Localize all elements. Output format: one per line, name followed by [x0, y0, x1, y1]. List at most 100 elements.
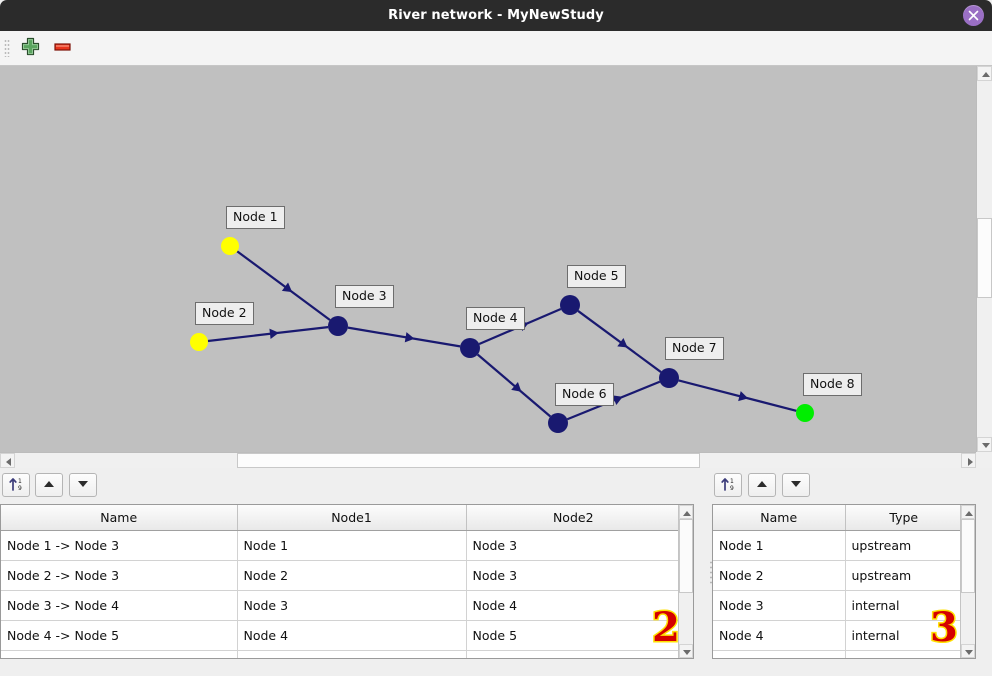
graph-node-label[interactable]: Node 6 — [555, 383, 614, 406]
edges-vscroll-thumb[interactable] — [679, 519, 693, 593]
node-row-empty[interactable] — [713, 650, 960, 658]
move-down-button[interactable] — [782, 473, 810, 497]
svg-text:9: 9 — [730, 485, 734, 492]
table-cell[interactable]: Node 1 — [237, 530, 467, 561]
graph-edge[interactable] — [476, 353, 552, 418]
nodes-vscroll-thumb[interactable] — [961, 519, 975, 593]
table-cell[interactable]: upstream — [845, 530, 960, 561]
graph-node[interactable] — [460, 338, 480, 358]
nodes-vertical-scrollbar[interactable] — [960, 505, 975, 658]
table-cell[interactable]: internal — [845, 590, 960, 621]
graph-node[interactable] — [221, 237, 239, 255]
title-bar: River network - MyNewStudy — [0, 0, 992, 31]
table-cell[interactable]: internal — [845, 620, 960, 651]
sort-icon[interactable]: 1 9 — [714, 473, 742, 497]
graph-vscroll-thumb[interactable] — [977, 218, 992, 298]
graph-node[interactable] — [659, 368, 679, 388]
graph-node-label[interactable]: Node 2 — [195, 302, 254, 325]
graph-viewport[interactable]: Node 1 Node 2 Node 3 Node 4 Node 5 Node 6 Node… — [0, 66, 976, 452]
sort-icon[interactable]: 1 9 — [2, 473, 30, 497]
column-header[interactable]: Node2 — [466, 505, 678, 531]
scroll-up-button[interactable] — [977, 66, 992, 81]
graph-node[interactable] — [548, 413, 568, 433]
table-cell[interactable]: Node 1 — [713, 530, 846, 561]
scroll-down-button[interactable] — [977, 437, 992, 452]
table-cell[interactable]: Node 2 -> Node 3 — [1, 560, 238, 591]
nodes-scroll-up-button[interactable] — [961, 505, 975, 519]
toolbar-drag-handle[interactable] — [4, 39, 10, 57]
graph-horizontal-scrollbar[interactable] — [0, 452, 976, 468]
table-cell-empty[interactable] — [713, 650, 846, 658]
edge-row-empty[interactable] — [1, 650, 678, 658]
edges-scroll-up-button[interactable] — [679, 505, 693, 519]
table-cell[interactable]: Node 3 — [713, 590, 846, 621]
graph-node[interactable] — [328, 316, 348, 336]
table-cell[interactable]: Node 5 — [466, 620, 678, 651]
table-cell[interactable]: Node 4 — [237, 620, 467, 651]
table-cell-empty[interactable] — [845, 650, 960, 658]
graph-edge[interactable] — [347, 326, 461, 348]
graph-node-label[interactable]: Node 7 — [665, 337, 724, 360]
table-cell[interactable]: Node 3 -> Node 4 — [1, 590, 238, 621]
column-header[interactable]: Node1 — [237, 505, 467, 531]
graph-edge[interactable] — [236, 250, 331, 321]
graph-node-label[interactable]: Node 3 — [335, 285, 394, 308]
table-cell[interactable]: Node 4 — [466, 590, 678, 621]
table-cell[interactable]: Node 2 — [713, 560, 846, 591]
column-header[interactable]: Name — [1, 505, 238, 531]
table-cell[interactable]: Node 4 -> Node 5 — [1, 620, 238, 651]
table-cell[interactable]: Node 2 — [237, 560, 467, 591]
table-cell[interactable]: Node 3 — [237, 590, 467, 621]
table-cell[interactable]: Node 3 — [466, 560, 678, 591]
move-up-button[interactable] — [748, 473, 776, 497]
table-cell-empty[interactable] — [466, 650, 678, 658]
table-cell[interactable]: Node 4 — [713, 620, 846, 651]
column-header[interactable]: Type — [845, 505, 960, 531]
add-icon[interactable] — [17, 36, 43, 60]
table-cell-empty[interactable] — [1, 650, 238, 658]
table-cell[interactable]: Node 1 -> Node 3 — [1, 530, 238, 561]
edges-scroll-down-button[interactable] — [679, 644, 693, 658]
edges-vertical-scrollbar[interactable] — [678, 505, 693, 658]
graph-node-label[interactable]: Node 8 — [803, 373, 862, 396]
graph-node-label[interactable]: Node 1 — [226, 206, 285, 229]
graph-edge[interactable] — [207, 326, 329, 343]
table-cell[interactable]: Node 3 — [466, 530, 678, 561]
nodes-scroll-down-button[interactable] — [961, 644, 975, 658]
graph-vertical-scrollbar[interactable] — [976, 66, 992, 452]
close-icon[interactable] — [963, 5, 984, 26]
graph-edge[interactable] — [678, 379, 797, 412]
table-cell[interactable]: upstream — [845, 560, 960, 591]
scroll-left-button[interactable] — [0, 453, 15, 468]
move-down-button[interactable] — [69, 473, 97, 497]
table-cell-empty[interactable] — [237, 650, 467, 658]
graph-node-label[interactable]: Node 5 — [567, 265, 626, 288]
sort-ascending-glyph: 1 9 — [721, 478, 734, 492]
column-header[interactable]: Name — [713, 505, 846, 531]
graph-node[interactable] — [190, 333, 208, 351]
graph-node[interactable] — [560, 295, 580, 315]
graph-edge[interactable] — [577, 310, 662, 373]
svg-text:9: 9 — [18, 485, 22, 492]
graph-hscroll-thumb[interactable] — [237, 453, 700, 468]
pane-divider-grip[interactable] — [709, 560, 712, 584]
graph-canvas[interactable]: Node 1 Node 2 Node 3 Node 4 Node 5 Node 6 Node… — [0, 66, 992, 468]
graph-node[interactable] — [796, 404, 814, 422]
triangle-down-icon — [683, 649, 691, 655]
delete-icon[interactable] — [49, 36, 75, 60]
graph-node-label[interactable]: Node 4 — [466, 307, 525, 330]
move-up-button[interactable] — [35, 473, 63, 497]
scroll-right-button[interactable] — [961, 453, 976, 468]
